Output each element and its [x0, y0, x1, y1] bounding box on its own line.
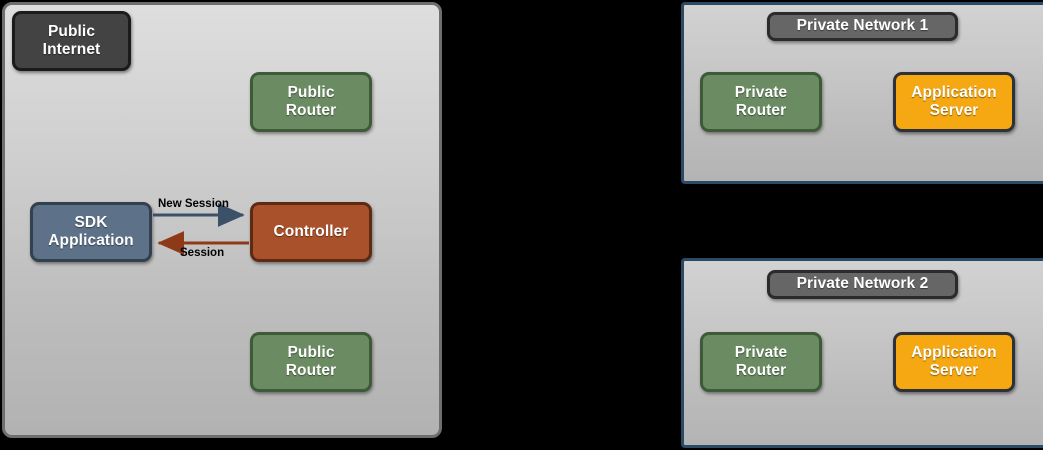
node-application-server-1[interactable]: Application Server — [893, 72, 1015, 132]
node-private-router-2-label: Private Router — [734, 343, 788, 379]
node-application-server-2-label: Application Server — [911, 343, 997, 379]
node-private-router-2[interactable]: Private Router — [700, 332, 822, 392]
node-private-network-1-title-label: Private Network 1 — [796, 17, 929, 35]
node-private-network-2-title[interactable]: Private Network 2 — [767, 270, 958, 299]
node-application-server-2[interactable]: Application Server — [893, 332, 1015, 392]
node-private-router-1-label: Private Router — [734, 83, 788, 119]
node-application-server-1-label: Application Server — [911, 83, 997, 119]
node-public-router-bottom-label: Public Router — [285, 343, 337, 379]
node-public-internet[interactable]: Public Internet — [12, 11, 131, 71]
node-sdk-application[interactable]: SDK Application — [30, 202, 152, 262]
edge-label-new-session: New Session — [158, 198, 229, 210]
node-public-router-bottom[interactable]: Public Router — [250, 332, 372, 392]
node-private-network-2-title-label: Private Network 2 — [796, 275, 929, 293]
edge-label-session: Session — [180, 247, 225, 259]
node-public-router-top-label: Public Router — [285, 83, 337, 119]
node-public-internet-label: Public Internet — [42, 22, 101, 58]
node-sdk-application-label: SDK Application — [48, 213, 134, 249]
node-private-network-1-title[interactable]: Private Network 1 — [767, 12, 958, 41]
node-controller[interactable]: Controller — [250, 202, 372, 262]
node-public-router-top[interactable]: Public Router — [250, 72, 372, 132]
node-controller-label: Controller — [273, 222, 349, 240]
node-private-router-1[interactable]: Private Router — [700, 72, 822, 132]
